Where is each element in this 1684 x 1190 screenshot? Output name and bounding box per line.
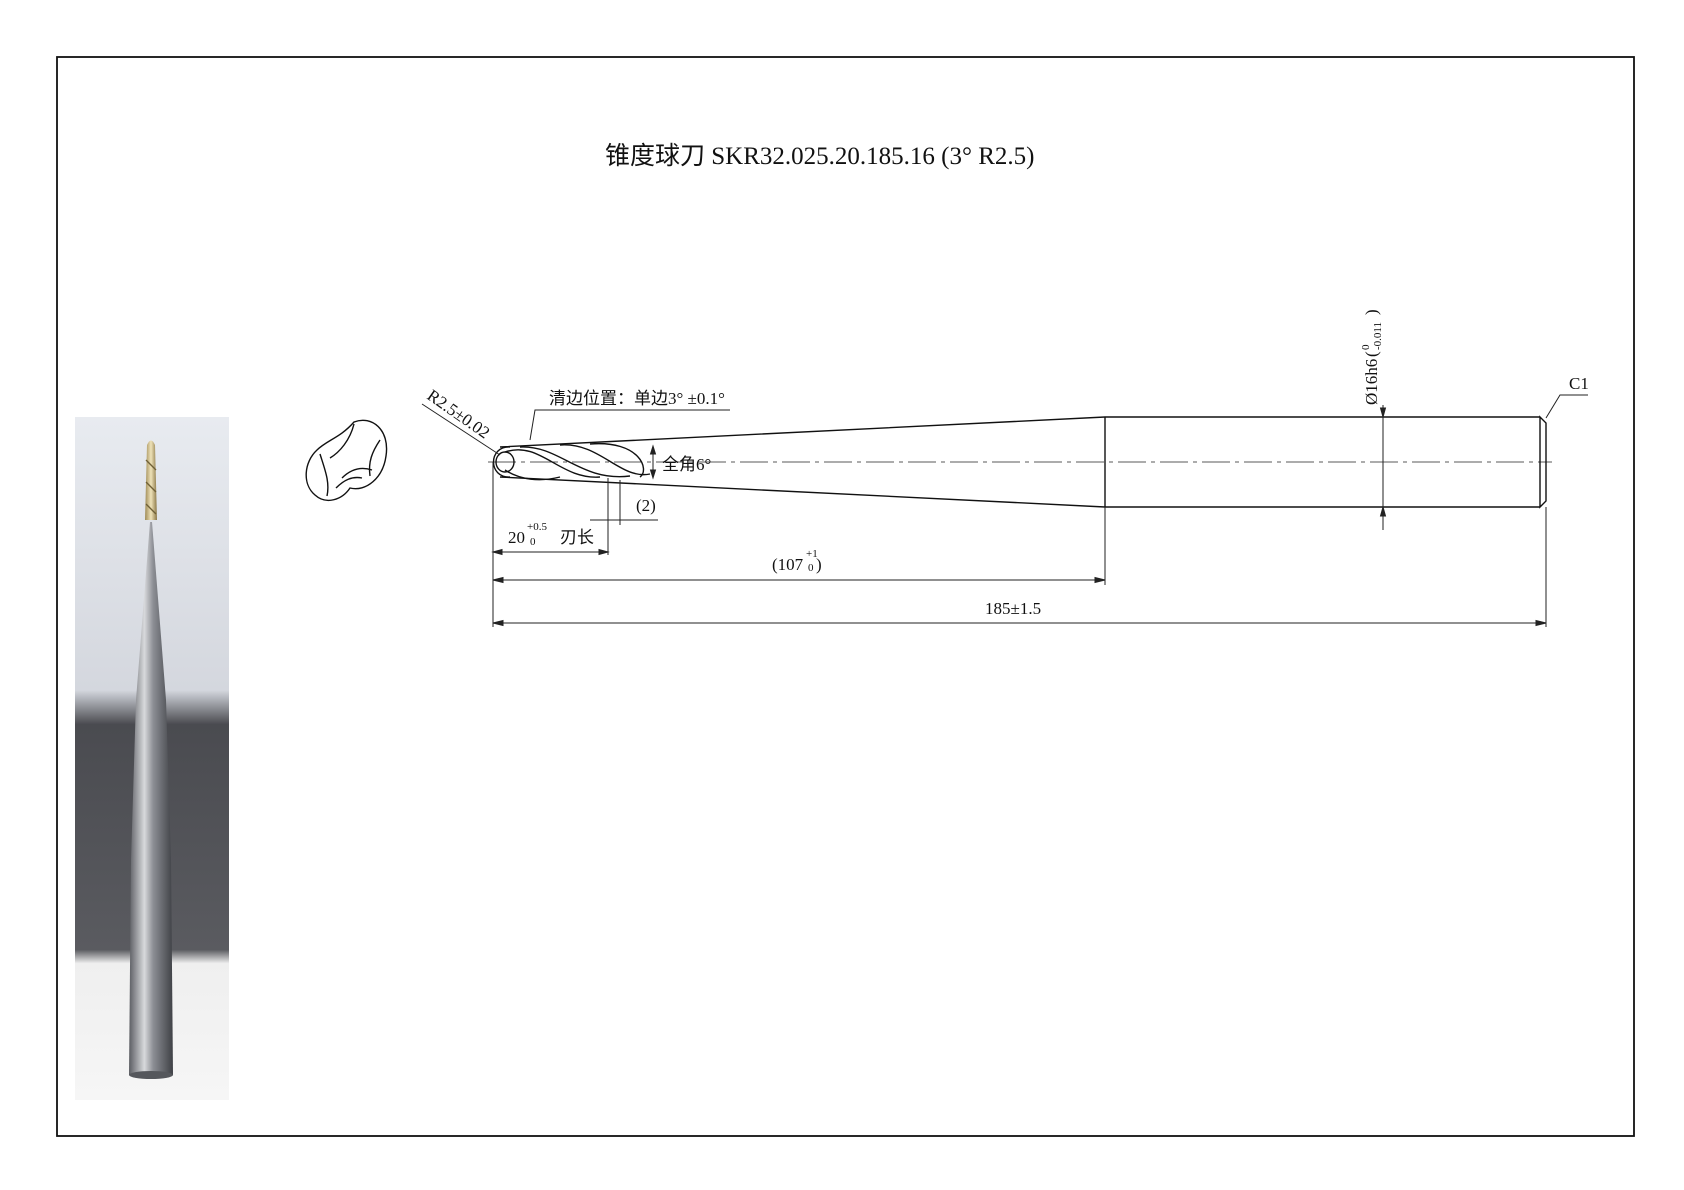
tool-outline (488, 415, 1552, 509)
neck-gap-label: (2) (636, 496, 656, 515)
overall-length-label: 185±1.5 (985, 599, 1041, 618)
shank-tol-upper: 0 (1360, 344, 1372, 350)
flute-length-value: 20 (508, 528, 525, 547)
flute-length-tol-upper: +0.5 (527, 521, 547, 533)
taper-length-tol-lower: 0 (808, 562, 814, 574)
full-angle-label: 全角6° (662, 455, 711, 474)
radius-label: R2.5±0.02 (424, 386, 494, 443)
taper-length-close: ) (816, 555, 822, 574)
flute-length-label: 刃长 (560, 528, 594, 547)
shank-tol-open: ( (1362, 351, 1381, 357)
sheet-border (56, 56, 1635, 1137)
end-view-icon (305, 419, 388, 502)
taper-length-value: (107 (772, 555, 804, 574)
shank-tol-lower: -0.011 (1372, 322, 1384, 350)
shank-tol-close: ) (1362, 309, 1381, 315)
flank-clearance-label: 清边位置：单边3° ±0.1° (549, 389, 725, 408)
taper-length-tol-upper: +1 (806, 548, 818, 560)
shank-diameter-label: Ø16h6 (1362, 359, 1381, 405)
chamfer-label: C1 (1569, 374, 1589, 393)
dimensions (421, 394, 1588, 627)
flute-length-tol-lower: 0 (530, 536, 536, 548)
tool-photo (75, 417, 229, 1100)
drawing-title: 锥度球刀 SKR32.025.20.185.16 (3° R2.5) (605, 142, 1034, 170)
